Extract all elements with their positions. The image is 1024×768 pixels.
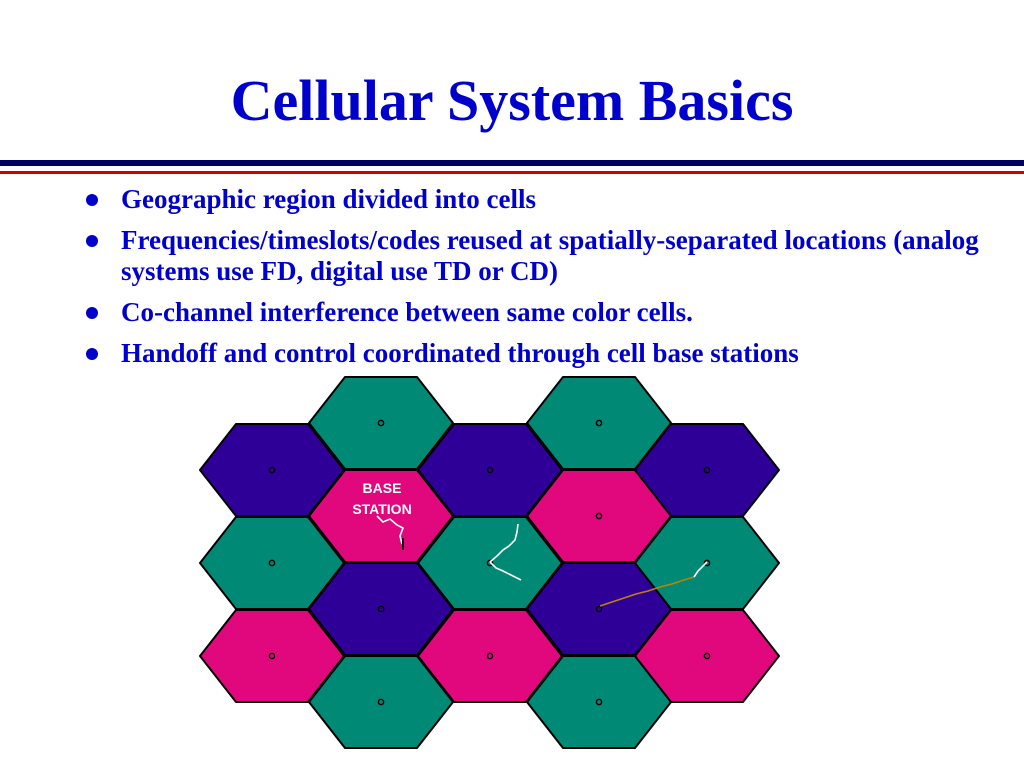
base-station-icon bbox=[377, 419, 385, 427]
bullet-dot-icon bbox=[86, 235, 98, 247]
bullet-item: Geographic region divided into cells bbox=[86, 184, 1006, 215]
base-station-label: BASE bbox=[363, 480, 402, 496]
base-station-icon bbox=[377, 605, 385, 613]
base-station-icon bbox=[703, 466, 711, 474]
base-station-icon bbox=[486, 652, 494, 660]
bullet-dot-icon bbox=[86, 307, 98, 319]
base-station-icon bbox=[268, 559, 276, 567]
title-rule-bottom bbox=[0, 171, 1024, 174]
base-station-icon bbox=[703, 652, 711, 660]
base-station-icon bbox=[595, 512, 603, 520]
bullet-item: Handoff and control coordinated through … bbox=[86, 338, 1006, 369]
base-station-icon bbox=[486, 559, 494, 567]
signal-paths bbox=[376, 515, 708, 607]
bullet-text: Co-channel interference between same col… bbox=[121, 297, 693, 327]
base-station-label: STATION bbox=[352, 501, 411, 517]
base-station-icon bbox=[486, 466, 494, 474]
bullet-text: Frequencies/timeslots/codes reused at sp… bbox=[121, 225, 979, 286]
base-station-icon bbox=[703, 559, 711, 567]
signal-path bbox=[489, 523, 519, 563]
base-station-icon bbox=[268, 466, 276, 474]
base-station-icon bbox=[377, 698, 385, 706]
title-rule-top bbox=[0, 160, 1024, 166]
bullet-text: Geographic region divided into cells bbox=[121, 184, 537, 214]
bullet-dot-icon bbox=[86, 348, 98, 360]
bullet-dot-icon bbox=[86, 194, 98, 206]
hex-cell-magenta bbox=[634, 609, 780, 703]
bullet-list: Geographic region divided into cells Fre… bbox=[86, 184, 1006, 379]
slide-title: Cellular System Basics bbox=[230, 68, 794, 133]
signal-path bbox=[693, 561, 708, 578]
bullet-text: Handoff and control coordinated through … bbox=[121, 338, 799, 368]
signal-path bbox=[599, 576, 695, 607]
base-station-icon bbox=[595, 419, 603, 427]
base-station-icon bbox=[595, 698, 603, 706]
bullet-item: Frequencies/timeslots/codes reused at sp… bbox=[86, 225, 1006, 287]
bullet-item: Co-channel interference between same col… bbox=[86, 297, 1006, 328]
signal-path bbox=[489, 561, 522, 581]
base-station-icon bbox=[595, 605, 603, 613]
signal-path bbox=[376, 515, 405, 545]
base-station-icon bbox=[268, 652, 276, 660]
